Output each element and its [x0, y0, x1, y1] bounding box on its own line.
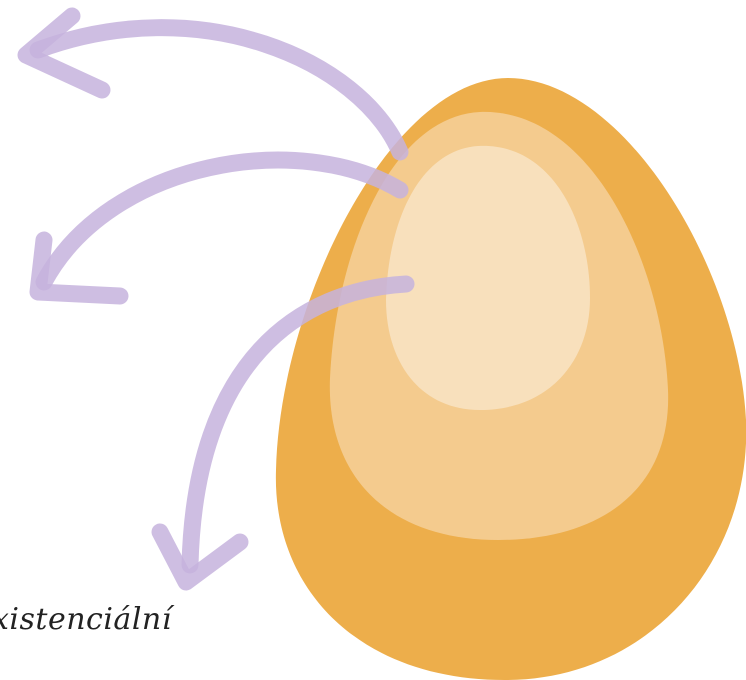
arrow-top — [26, 16, 400, 152]
label-existential: xistenciální — [0, 602, 172, 637]
